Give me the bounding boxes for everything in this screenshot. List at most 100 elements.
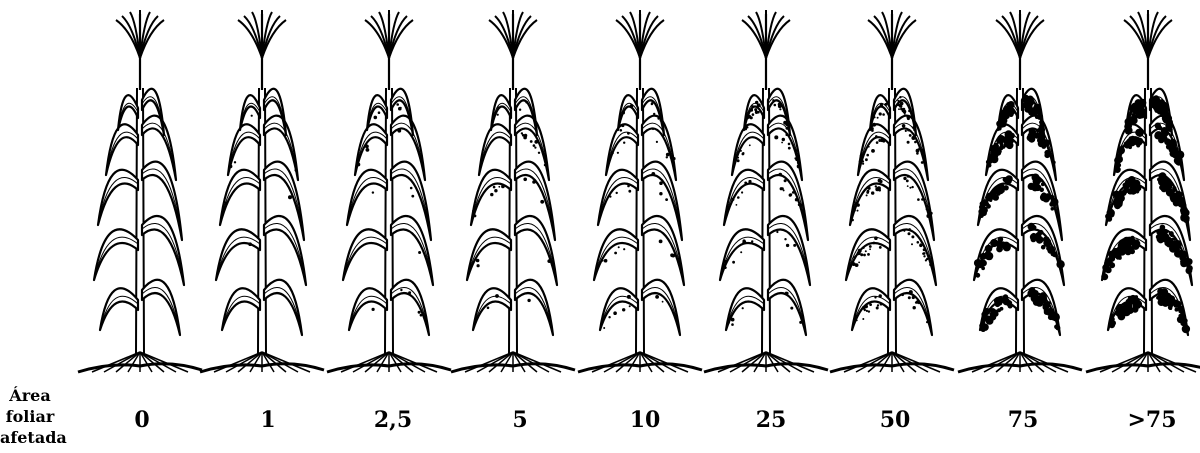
leaf bbox=[222, 288, 260, 330]
lesion-spot bbox=[734, 196, 736, 198]
lesion-spot bbox=[911, 136, 915, 140]
lesion-spot bbox=[522, 134, 525, 137]
lesion-spot bbox=[1027, 290, 1034, 297]
lesion-spot bbox=[873, 242, 876, 245]
lesion-spot bbox=[1186, 265, 1192, 271]
lesion-spot bbox=[288, 195, 292, 199]
lesion-spot bbox=[879, 180, 882, 183]
lesion-spot bbox=[907, 116, 910, 119]
lesion-spot bbox=[1181, 209, 1188, 216]
lesion-spot bbox=[655, 295, 659, 299]
lesion-spot bbox=[724, 260, 727, 263]
lesion-spot bbox=[794, 193, 796, 195]
root bbox=[262, 352, 310, 372]
lesion-spot bbox=[778, 103, 781, 106]
lesion-spot bbox=[1129, 141, 1133, 145]
severity-value-4: 10 bbox=[630, 407, 661, 433]
tassel-branch bbox=[630, 12, 640, 58]
lesion-spot bbox=[857, 251, 861, 255]
severity-value-7: 75 bbox=[1008, 407, 1039, 433]
lesion-spot bbox=[902, 124, 906, 128]
lesion-spot bbox=[618, 246, 620, 248]
leaf bbox=[349, 288, 387, 330]
lesion-spot bbox=[911, 235, 914, 238]
lesion-spot bbox=[670, 253, 674, 257]
corn-plant-8 bbox=[1086, 10, 1200, 372]
lesion-spot bbox=[879, 246, 882, 249]
corn-plant-7 bbox=[958, 10, 1082, 372]
lesion-spot bbox=[1135, 189, 1139, 193]
lesion-spot bbox=[788, 147, 791, 150]
lesion-spot bbox=[487, 307, 490, 310]
lesion-spot bbox=[737, 196, 740, 199]
lesion-spot bbox=[1057, 262, 1062, 267]
lesion-spot bbox=[869, 303, 872, 306]
lesion-spot bbox=[613, 311, 617, 315]
severity-value-8: >75 bbox=[1127, 407, 1176, 433]
lesion-spot bbox=[982, 312, 987, 317]
lesion-spot bbox=[757, 111, 760, 114]
lesion-spot bbox=[997, 149, 1001, 153]
lesion-spot bbox=[858, 262, 860, 264]
lesion-spot bbox=[875, 135, 878, 138]
lesion-spot bbox=[799, 321, 802, 324]
leaf bbox=[642, 280, 680, 335]
lesion-spot bbox=[884, 103, 887, 106]
lesion-spot bbox=[1158, 229, 1165, 236]
lesion-spot bbox=[979, 323, 985, 329]
lesion-spot bbox=[530, 140, 533, 143]
lesion-spot bbox=[868, 146, 870, 148]
root bbox=[718, 352, 766, 372]
root bbox=[892, 352, 940, 372]
lesion-spot bbox=[1166, 188, 1174, 196]
lesion-spot bbox=[873, 116, 875, 118]
leaves bbox=[846, 89, 936, 335]
lesion-spot bbox=[1044, 150, 1049, 155]
lesion-spot bbox=[899, 96, 901, 98]
leaf bbox=[850, 170, 890, 225]
lesion-spot bbox=[1156, 125, 1159, 128]
lesion-spot bbox=[653, 113, 655, 115]
lesion-spot bbox=[921, 198, 924, 201]
lesion-spot bbox=[1127, 188, 1133, 194]
lesion-spot bbox=[772, 99, 774, 101]
lesion-spot bbox=[651, 102, 654, 105]
lesion-spot bbox=[916, 152, 919, 155]
lesion-spot bbox=[1166, 297, 1170, 301]
lesion-spot bbox=[912, 126, 915, 129]
lesion-spot bbox=[533, 144, 536, 147]
lesion-spot bbox=[871, 149, 875, 153]
lesion-spot bbox=[400, 289, 402, 291]
leaf bbox=[473, 288, 511, 330]
lesion-spot bbox=[1037, 114, 1043, 120]
lesion-spot bbox=[365, 145, 369, 149]
lesion-spot bbox=[781, 142, 783, 144]
lesion-spot bbox=[905, 128, 907, 130]
corn-plant-1 bbox=[200, 10, 324, 372]
corn-plant-2 bbox=[327, 10, 451, 372]
tassel-branch bbox=[130, 12, 140, 58]
lesion-spot bbox=[909, 228, 911, 230]
lesion-spot bbox=[855, 263, 859, 267]
lesion-spot bbox=[398, 107, 402, 111]
lesion-spot bbox=[897, 103, 900, 106]
lesion-spot bbox=[749, 144, 751, 146]
tassel-branch bbox=[503, 12, 513, 58]
lesion-spot bbox=[906, 180, 909, 183]
lesion-spot bbox=[629, 305, 631, 307]
lesion-spot bbox=[1039, 188, 1044, 193]
lesion-spot bbox=[727, 320, 730, 323]
root bbox=[844, 352, 892, 372]
lesion-spot bbox=[1168, 305, 1172, 309]
lesion-spot bbox=[1101, 273, 1108, 280]
lesion-spot bbox=[1116, 305, 1123, 312]
lesion-spot bbox=[903, 177, 906, 180]
lesion-spot bbox=[627, 295, 631, 299]
lesion-spot bbox=[874, 236, 878, 240]
lesion-spot bbox=[744, 125, 747, 128]
lesion-spot bbox=[630, 106, 632, 108]
lesion-spot bbox=[418, 311, 421, 314]
lesion-spot bbox=[665, 198, 668, 201]
lesion-spot bbox=[897, 100, 899, 102]
